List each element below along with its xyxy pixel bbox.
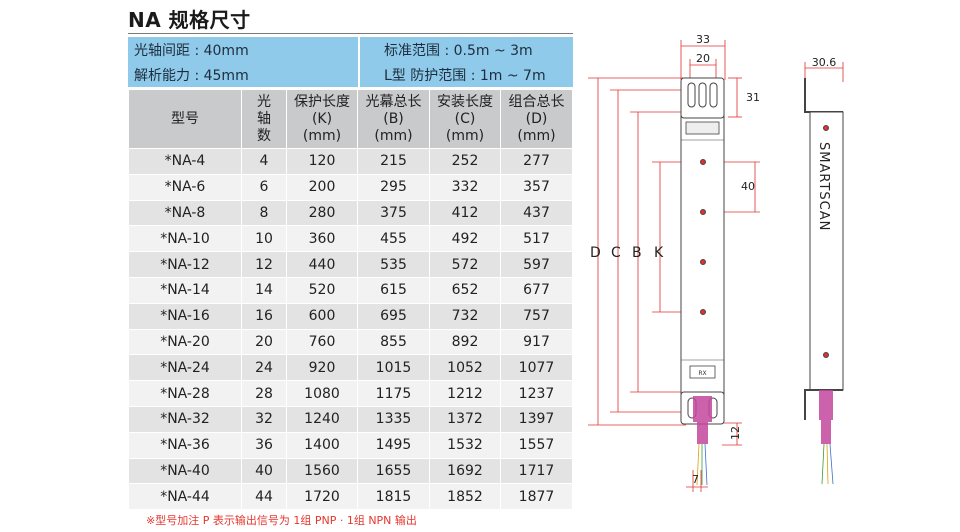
- dim-label-b: B: [632, 245, 642, 261]
- cable-connector: [693, 396, 712, 422]
- slot-hole-icon: [687, 82, 696, 108]
- dim-label-12: 12: [729, 426, 742, 440]
- dim-label-c: C: [611, 245, 621, 261]
- dimension-labels: 33 20 31 40 12 7 30.6: [692, 33, 836, 486]
- screw-icon: [823, 352, 829, 358]
- dim-label-k: K: [654, 245, 664, 261]
- info-left-box: 光轴间距 : 40mm 解析能力 : 45mm: [128, 37, 358, 87]
- slot-hole-icon: [709, 82, 718, 108]
- resolution-text: 解析能力 : 45mm: [134, 68, 249, 84]
- beam-dot-icon: [700, 159, 706, 165]
- info-right-box: 标准范围 : 0.5m ~ 3m L型 防护范围 : 1m ~ 7m: [360, 37, 573, 87]
- brand-text: SMARTSCAN: [816, 142, 831, 231]
- dim-label-7: 7: [692, 473, 699, 486]
- side-cable-gland: [821, 420, 831, 444]
- length-labels: D C B K: [590, 245, 664, 261]
- side-top-bracket: [804, 78, 843, 113]
- cable-gland: [697, 422, 708, 444]
- dim-label-30-6: 30.6: [812, 56, 837, 69]
- header-beam-count: 光轴数: [241, 89, 287, 149]
- beam-pitch-text: 光轴间距 : 40mm: [134, 43, 249, 59]
- dim-label-20: 20: [696, 52, 710, 65]
- side-connector: [819, 390, 833, 420]
- beam-dot-icon: [700, 309, 706, 315]
- rx-label-box: [689, 365, 716, 379]
- front-view: RX: [680, 77, 725, 486]
- rx-label: RX: [698, 370, 706, 377]
- standard-range-text: 标准范围 : 0.5m ~ 3m: [384, 43, 533, 59]
- screw-icon: [823, 125, 829, 131]
- dim-label-31: 31: [746, 91, 760, 104]
- header-combined-length: 组合总长(D)(mm): [500, 89, 573, 149]
- beam-dot-icon: [700, 259, 706, 265]
- dim-label-40: 40: [741, 180, 755, 193]
- footnote: ※型号加注 P 表示输出信号为 1组 PNP · 1组 NPN 输出: [146, 514, 417, 527]
- slot-hole-icon: [698, 82, 707, 108]
- table-header-row: 型号 光轴数 保护长度(K)(mm) 光幕总长(B)(mm) 安装长度(C)(m…: [128, 89, 573, 149]
- header-model: 型号: [128, 89, 242, 149]
- side-view: SMARTSCAN: [804, 78, 844, 485]
- header-install-length: 安装长度(C)(mm): [429, 89, 501, 149]
- header-total-length: 光幕总长(B)(mm): [357, 89, 430, 149]
- light-curtain-body: [680, 111, 725, 395]
- page-title: NA 规格尺寸: [128, 8, 251, 32]
- beam-dot-icon: [700, 209, 706, 215]
- dim-label-33: 33: [696, 33, 710, 46]
- dim-label-d: D: [590, 245, 601, 261]
- spec-table: 型号 光轴数 保护长度(K)(mm) 光幕总长(B)(mm) 安装长度(C)(m…: [128, 89, 573, 511]
- indicator-window: [685, 121, 720, 135]
- title-underline: [128, 33, 573, 34]
- top-bracket: [680, 77, 725, 119]
- l-type-range-text: L型 防护范围 : 1m ~ 7m: [384, 68, 546, 84]
